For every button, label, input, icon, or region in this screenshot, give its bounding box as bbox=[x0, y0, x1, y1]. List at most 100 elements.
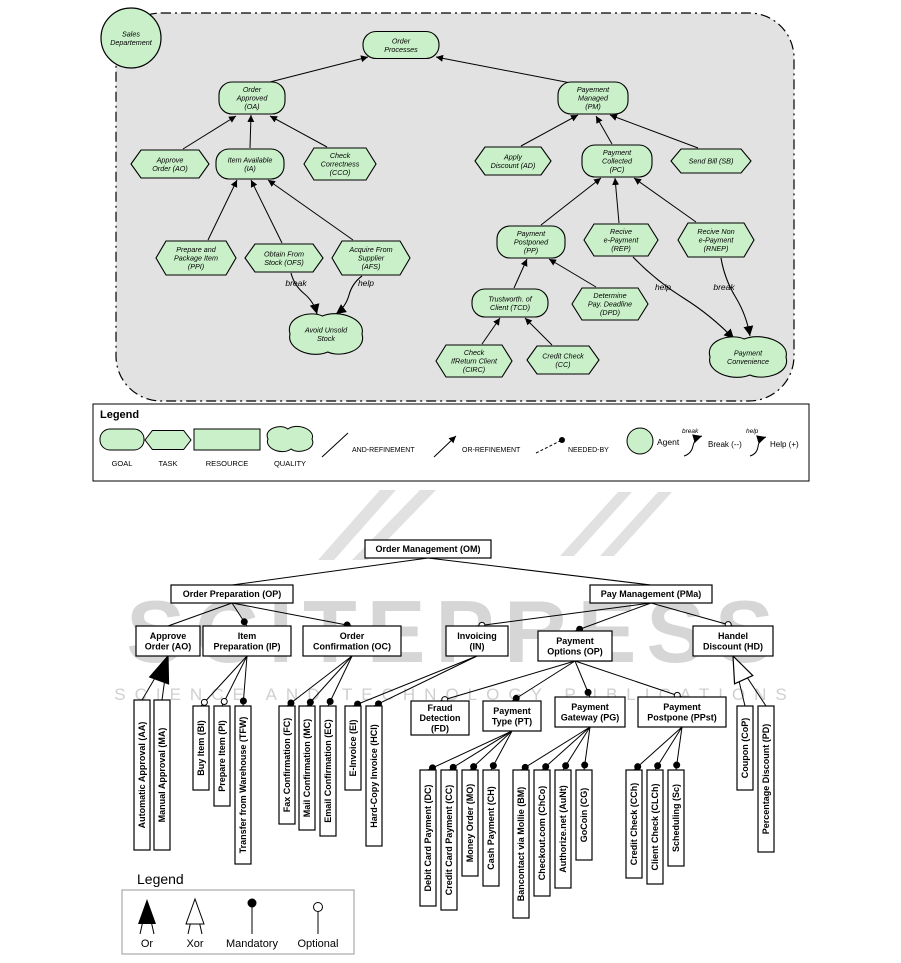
fm-leaf-shape bbox=[736, 705, 754, 791]
fm-leaf-shape bbox=[512, 769, 530, 919]
refinement-edge bbox=[247, 114, 255, 149]
fm-box-pma: Pay Management (PMa) bbox=[589, 584, 713, 604]
mandatory-dot bbox=[654, 762, 662, 770]
task-shape bbox=[677, 222, 755, 258]
fm-leaf-label: Prepare Item (PI) bbox=[217, 720, 227, 792]
fm-box-shape bbox=[302, 625, 402, 657]
fm-box-shape bbox=[554, 696, 626, 728]
fm-edge-om-op bbox=[231, 557, 429, 586]
fm-box-om: Order Management (OM) bbox=[364, 539, 492, 559]
agent-circle bbox=[100, 7, 162, 69]
fm-leaf-label: Transfer from Warehouse (TFW) bbox=[238, 717, 248, 854]
fm-box-op: Order Preparation (OP) bbox=[170, 584, 294, 604]
task-shape bbox=[571, 287, 649, 321]
fm-box-shape bbox=[364, 539, 492, 559]
mandatory-dot bbox=[634, 763, 642, 771]
fm-legend-optional-glyph bbox=[313, 902, 323, 912]
legend-and-refinement-label: AND-REFINEMENT bbox=[352, 447, 415, 454]
fm-leaf-shape bbox=[554, 769, 572, 889]
refinement-edge bbox=[269, 55, 369, 83]
fm-leaf-shape bbox=[278, 705, 296, 825]
fm-leaf-label: Checkout.com (ChCo) bbox=[537, 786, 547, 881]
watermark-stripe bbox=[318, 490, 396, 560]
refinement-edge bbox=[633, 177, 697, 223]
fm-leaf-aa: Automatic Approval (AA) bbox=[133, 699, 151, 851]
fm-edge-pg-chco bbox=[541, 726, 591, 771]
fm-leaf-ec: Email Confirmation (EC) bbox=[319, 705, 337, 837]
fm-leaf-label: Percentage Discount (PD) bbox=[761, 724, 771, 835]
contribution-label-break: break bbox=[713, 282, 735, 292]
goal-shape bbox=[496, 225, 566, 259]
fm-leaf-pi: Prepare Item (PI) bbox=[213, 705, 231, 807]
fm-box-shape bbox=[202, 625, 292, 657]
fm-leaf-hci: Hard-Copy Invoice (HCI) bbox=[365, 705, 383, 847]
fm-legend-xor-glyph bbox=[185, 897, 205, 925]
mandatory-dot bbox=[240, 618, 248, 626]
fm-leaf-cop: Coupon (CoP) bbox=[736, 705, 754, 791]
refinement-edge bbox=[595, 115, 613, 145]
refinement-edge bbox=[513, 258, 528, 289]
goal-shape bbox=[218, 81, 286, 115]
fm-box-label: Order Management (OM) bbox=[375, 544, 480, 554]
node-label: Item Available(IA) bbox=[228, 155, 273, 173]
goal-shape bbox=[581, 144, 653, 178]
istar-node-send-bill: Send Bill (SB) bbox=[670, 148, 752, 174]
optional-dot bbox=[200, 698, 208, 706]
fm-leaf-label: Money Order (MO) bbox=[465, 784, 475, 863]
fm-leaf-shape bbox=[365, 705, 383, 847]
task-shape bbox=[583, 223, 659, 257]
contribution-edge-help bbox=[632, 256, 735, 340]
refinement-edge bbox=[609, 114, 699, 149]
refinement-edge bbox=[207, 179, 238, 241]
fm-leaf-shape bbox=[625, 769, 643, 879]
goal-shape bbox=[471, 288, 549, 318]
task-shape bbox=[244, 243, 324, 273]
quality-shape bbox=[708, 336, 787, 378]
fm-legend-xor-label: Xor bbox=[186, 938, 203, 950]
task-shape bbox=[435, 344, 513, 378]
fm-leaf-shape bbox=[298, 705, 316, 831]
task-shape bbox=[331, 240, 411, 276]
fm-legend-title: Legend bbox=[137, 871, 184, 887]
fm-leaf-label: Client Check (CLCh) bbox=[650, 783, 660, 870]
fm-leaf-shape bbox=[234, 705, 252, 865]
goal-shape bbox=[215, 148, 285, 180]
mandatory-dot bbox=[673, 761, 681, 769]
task-shape bbox=[526, 345, 600, 375]
fm-leaf-cch: Credit Check (CCh) bbox=[625, 769, 643, 879]
fm-leaf-label: Fax Confirmation (FC) bbox=[282, 718, 292, 813]
fm-box-shape bbox=[637, 696, 727, 728]
task-shape bbox=[670, 148, 752, 174]
contribution-edge-break bbox=[290, 272, 320, 315]
fm-leaf-mo: Money Order (MO) bbox=[461, 769, 479, 877]
or-group-triangle bbox=[148, 654, 170, 685]
fm-leaf-shape bbox=[319, 705, 337, 837]
fm-leaf-chco: Checkout.com (ChCo) bbox=[533, 769, 551, 897]
istar-edges bbox=[182, 54, 754, 346]
fm-leaf-shape bbox=[646, 769, 664, 885]
fm-edge-in-hci bbox=[373, 655, 478, 707]
task-shape bbox=[130, 149, 210, 179]
